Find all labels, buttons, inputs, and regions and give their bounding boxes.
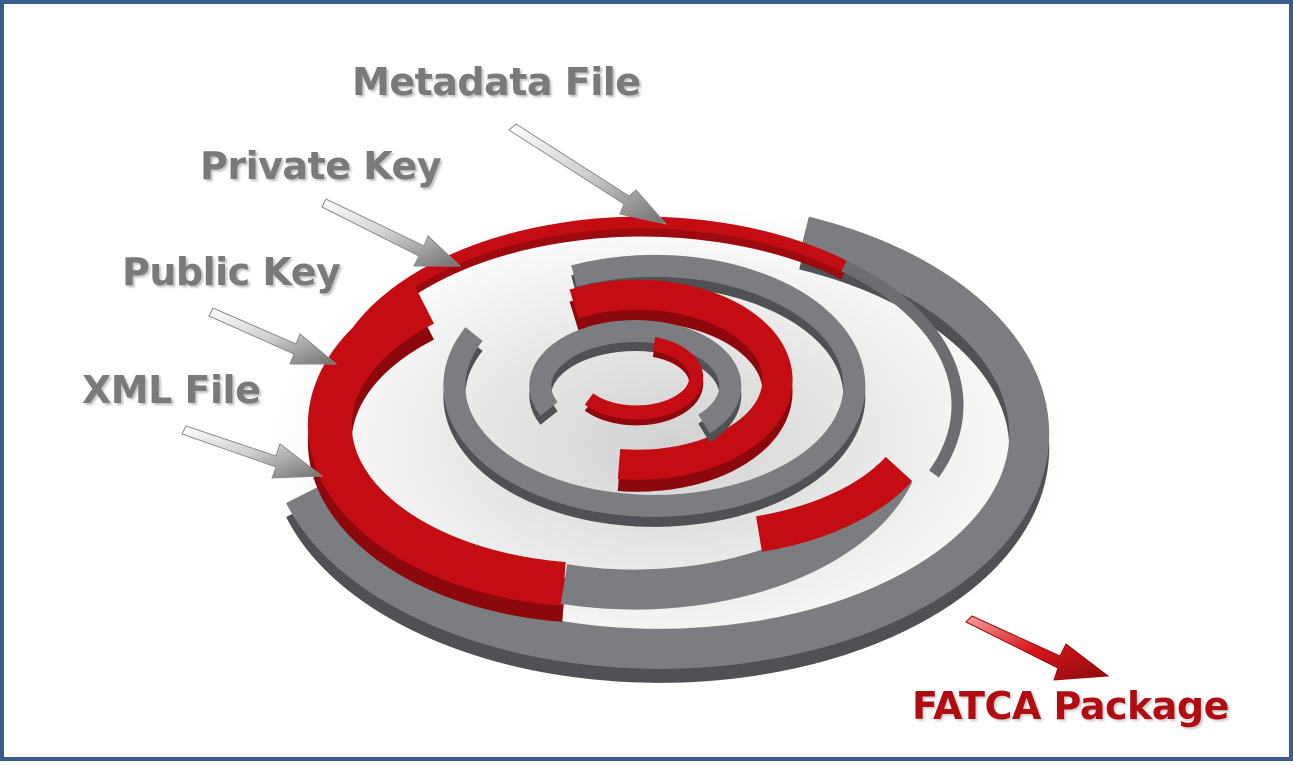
public-key-label: Public Key bbox=[122, 250, 341, 294]
ring-center-red bbox=[584, 337, 704, 420]
concentric-rings-diagram bbox=[181, 123, 1110, 684]
rings bbox=[286, 216, 1050, 683]
public-key-arrow bbox=[208, 307, 338, 365]
ring-thin-gray bbox=[841, 260, 964, 478]
metadata-arrow bbox=[508, 123, 668, 225]
ring-outer bbox=[286, 216, 1050, 669]
private-key-arrow bbox=[321, 198, 462, 267]
xml-file-arrow bbox=[181, 425, 324, 479]
ring-thin-red bbox=[343, 216, 847, 348]
fatca-package-label: FATCA Package bbox=[912, 684, 1229, 728]
private-key-label: Private Key bbox=[200, 144, 442, 188]
ring-red-lower-right bbox=[755, 456, 913, 552]
fatca-package-arrow bbox=[965, 615, 1110, 681]
ring-thin-left-red bbox=[319, 370, 384, 530]
ring-mid-gray bbox=[443, 254, 866, 517]
metadata-file-label: Metadata File bbox=[352, 60, 641, 104]
xml-file-label: XML File bbox=[82, 368, 261, 412]
ring-inner-red bbox=[569, 279, 793, 480]
ring-inner-gray bbox=[529, 320, 742, 434]
